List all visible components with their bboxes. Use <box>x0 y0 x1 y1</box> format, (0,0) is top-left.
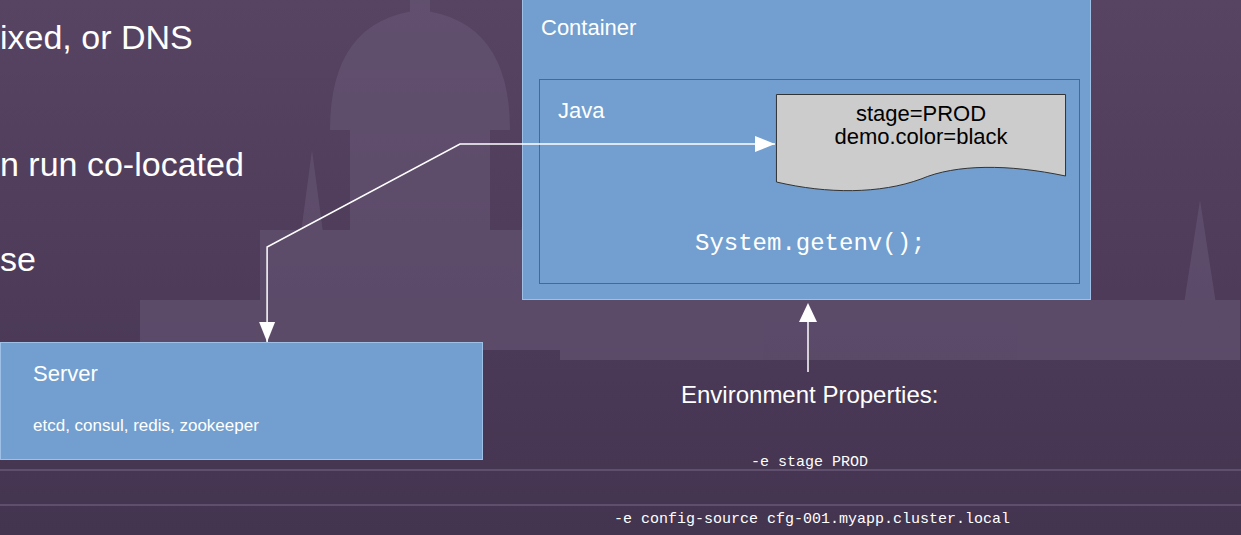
node-title: Java <box>558 98 604 124</box>
note-text: stage=PROD demo.color=black <box>821 102 1021 148</box>
env-command: -e stage PROD <box>751 454 868 471</box>
node-subtitle: etcd, consul, redis, zookeeper <box>33 416 259 436</box>
env-leader-arrow <box>799 303 817 372</box>
container-box: ContainerJavaSystem.getenv(); stage=PROD … <box>522 0 1091 300</box>
property-note: stage=PROD demo.color=black <box>775 94 1067 194</box>
java-box: JavaSystem.getenv(); stage=PROD demo.colo… <box>539 79 1080 284</box>
slide-bullet-text: se <box>0 240 36 279</box>
connector-arrow <box>267 144 775 342</box>
node-title: Server <box>33 361 98 387</box>
env-command: -e config-source cfg-001.myapp.cluster.l… <box>614 511 1010 528</box>
server-box: Server etcd, consul, redis, zookeeper <box>0 342 483 460</box>
facade-lines <box>0 470 1241 505</box>
code-text: System.getenv(); <box>695 230 925 257</box>
note-outline <box>776 95 1065 191</box>
slide-bullet-text: n run co-located <box>0 145 244 184</box>
node-title: Container <box>541 15 636 41</box>
env-heading: Environment Properties: <box>681 381 938 409</box>
slide-bullet-text: ixed, or DNS <box>0 18 193 57</box>
